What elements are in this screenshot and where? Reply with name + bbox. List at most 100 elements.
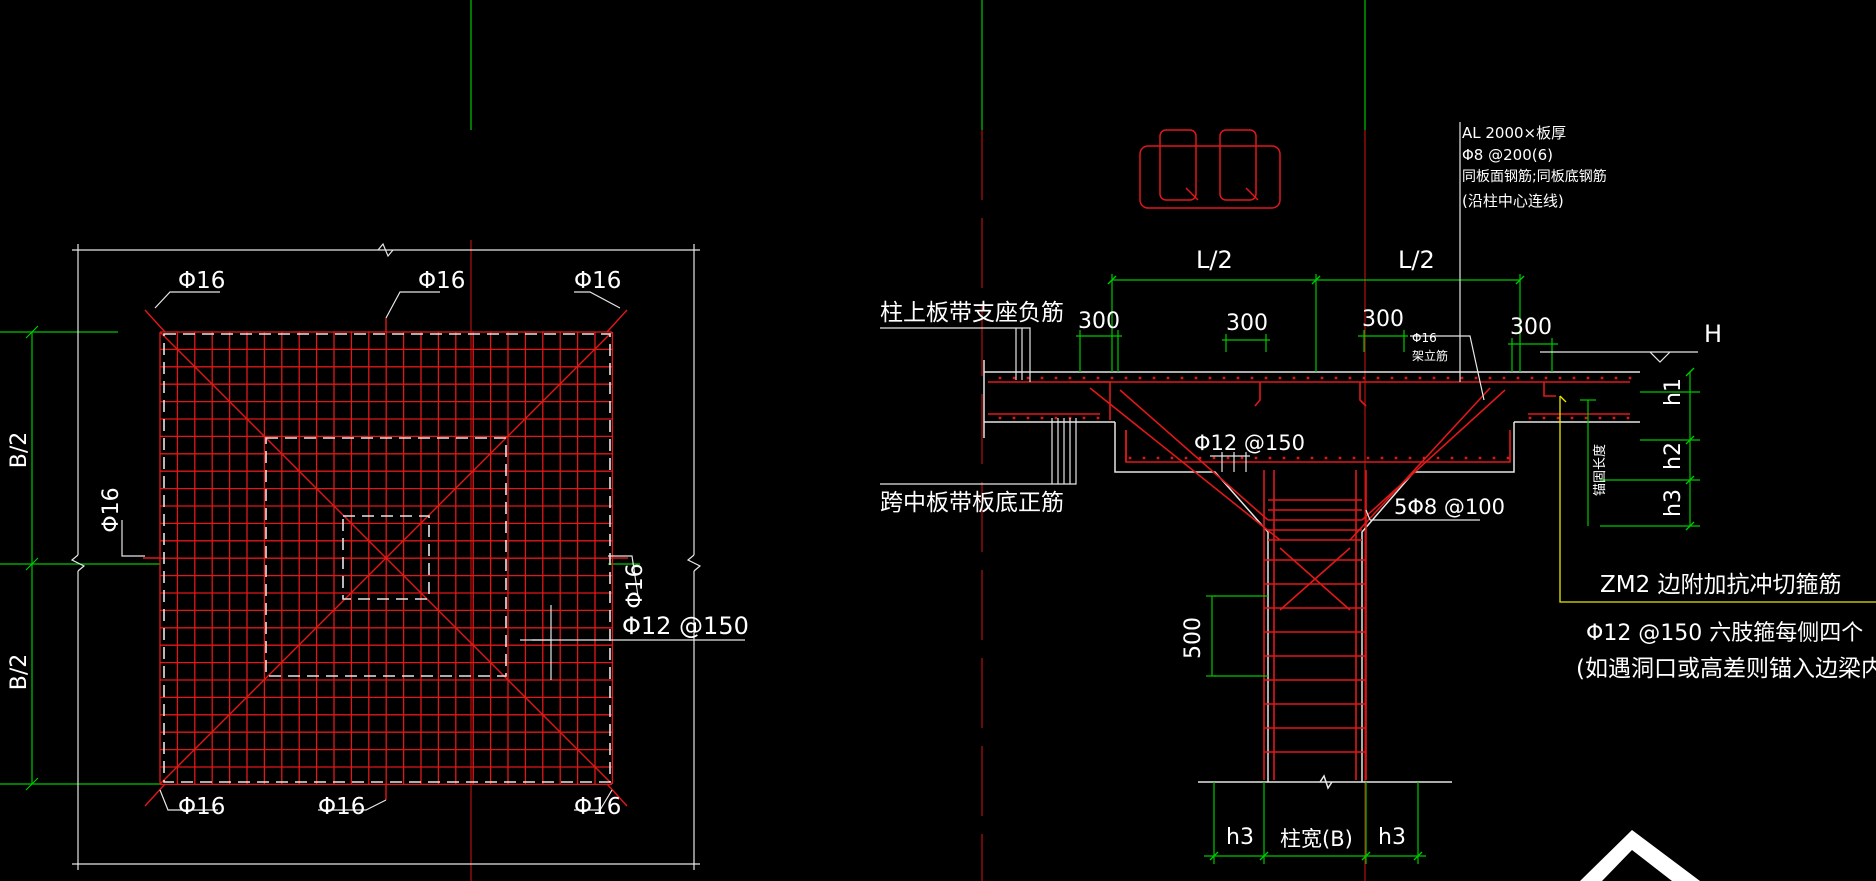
slab-rebar-dot (1320, 376, 1324, 380)
half-span-left: L/2 (1196, 246, 1233, 274)
slab-rebar-dot (1556, 416, 1560, 420)
section-view: L/2 L/2 300 300 300 300 柱上板带支座负筋 跨中板带板底正… (880, 122, 1876, 881)
slab-rebar-dot (1558, 376, 1562, 380)
slab-rebar-dot (1418, 376, 1422, 380)
h3-right-label: h3 (1661, 489, 1686, 517)
column-stirrup-symbol (1139, 129, 1281, 209)
plan-phi16-top-right: Φ16 (574, 268, 621, 294)
plan-view: B/2 B/2 (7, 242, 749, 870)
slab-rebar-dot (1012, 376, 1016, 380)
slab-rebar-dot (1626, 416, 1630, 420)
slab-rebar-dot (1212, 456, 1216, 460)
bottom-rebar-label: 跨中板带板底正筋 (880, 490, 1064, 516)
slab-rebar-dot (1082, 416, 1086, 420)
slab-rebar-dot (1068, 376, 1072, 380)
slab-rebar-dot (1128, 456, 1132, 460)
slab-rebar-dot (1142, 456, 1146, 460)
slab-rebar-dot (1082, 376, 1086, 380)
note-line-1: Φ12 @150 六肢箍每侧四个 (1586, 621, 1863, 646)
slab-rebar-dot (1026, 416, 1030, 420)
slab-rebar-dot (1628, 376, 1632, 380)
slab-rebar-dot (1352, 456, 1356, 460)
plan-phi16-bottom-right: Φ16 (574, 794, 621, 820)
beam-note-line-1: AL 2000×板厚 (1462, 124, 1566, 142)
note-line-2: (如遇洞口或高差则锚入边梁内LaF) (1576, 656, 1876, 682)
top-rebar-label: 柱上板带支座负筋 (880, 300, 1064, 326)
dim-300-b: 300 (1226, 311, 1268, 336)
slab-rebar-dot (1584, 416, 1588, 420)
plan-phi16-top-center: Φ16 (418, 268, 465, 294)
slab-rebar-dot (1474, 376, 1478, 380)
slab-rebar-dot (1040, 376, 1044, 380)
slab-rebar-dot (1170, 456, 1174, 460)
plan-phi16-bottom-left: Φ16 (178, 794, 225, 820)
slab-rebar-dot (1544, 376, 1548, 380)
slab-rebar-dot (1612, 416, 1616, 420)
slab-rebar-dot (1488, 376, 1492, 380)
dim-300-c: 300 (1362, 307, 1404, 332)
slab-rebar-dot (1390, 376, 1394, 380)
slab-rebar-dot (1436, 456, 1440, 460)
slab-rebar-dot (1464, 456, 1468, 460)
slab-rebar-dot (1570, 416, 1574, 420)
anchor-note-label: 锚固长度 (1592, 444, 1608, 496)
slab-rebar-dot (1156, 456, 1160, 460)
axis-label-h: H (1704, 320, 1722, 348)
h2-label: h2 (1661, 442, 1686, 470)
axis-lines-red (470, 130, 1366, 881)
slab-rebar-dot (1338, 456, 1342, 460)
slab-rebar-dot (1542, 416, 1546, 420)
slab-rebar-dot (1250, 376, 1254, 380)
slab-rebar-dot (1222, 376, 1226, 380)
slab-rebar-dot (1422, 456, 1426, 460)
slab-rebar-dot (1124, 376, 1128, 380)
slab-rebar-dot (1362, 376, 1366, 380)
slab-rebar-dot (1198, 456, 1202, 460)
column-stirrups (1264, 499, 1366, 753)
dim-300-d: 300 (1510, 315, 1552, 340)
slab-rebar-dot (1528, 416, 1532, 420)
slab-rebar-dot (1600, 376, 1604, 380)
slab-rebar-dot (1282, 456, 1286, 460)
cap-stirrup-label: Φ12 @150 (1194, 431, 1305, 455)
dim-h3-left-label: h3 (1226, 825, 1254, 850)
slab-rebar-dots (998, 376, 1632, 460)
slab-rebar-dot (1264, 376, 1268, 380)
section-leaders (880, 122, 1698, 521)
plan-diagonal-rebar (143, 309, 628, 807)
h1-label: h1 (1661, 378, 1686, 406)
slab-rebar-dot (1460, 376, 1464, 380)
beam-note-line-2: Φ8 @200(6) (1462, 146, 1553, 164)
slab-rebar-dot (1226, 456, 1230, 460)
dim-col-width-label: 柱宽(B) (1280, 827, 1353, 851)
plan-phi16-right: Φ16 (623, 563, 648, 608)
slab-rebar-dot (1506, 456, 1510, 460)
slab-rebar-dot (1268, 456, 1272, 460)
zm2-note: ZM2 边附加抗冲切箍筋 (1600, 572, 1842, 598)
plan-b-dimensions (25, 325, 39, 791)
slab-rebar-dot (1598, 416, 1602, 420)
slab-rebar-dot (1240, 456, 1244, 460)
slab-rebar-dot (1254, 456, 1258, 460)
slab-rebar-dot (1380, 456, 1384, 460)
slab-rebar-dot (1394, 456, 1398, 460)
slab-rebar-dot (1026, 376, 1030, 380)
plan-phi16-bottom-center: Φ16 (318, 794, 365, 820)
slab-rebar-dot (1306, 376, 1310, 380)
slab-rebar-dot (1278, 376, 1282, 380)
slab-rebar-dot (1292, 376, 1296, 380)
slab-rebar-dot (1450, 456, 1454, 460)
slab-rebar-dot (1408, 456, 1412, 460)
plan-rebar-grid (159, 331, 614, 786)
beam-note-line-3: 同板面钢筋;同板底钢筋 (1462, 168, 1607, 185)
plan-dashed-outlines (163, 333, 611, 783)
slab-rebar-dot (1208, 376, 1212, 380)
slab-rebar-dot (1012, 416, 1016, 420)
slab-rebar-dot (1236, 376, 1240, 380)
slab-rebar-dot (1166, 376, 1170, 380)
slab-rebar-dot (1614, 376, 1618, 380)
slab-rebar-dot (1040, 416, 1044, 420)
zm2-callout-line (1559, 395, 1876, 603)
half-span-right: L/2 (1398, 246, 1435, 274)
